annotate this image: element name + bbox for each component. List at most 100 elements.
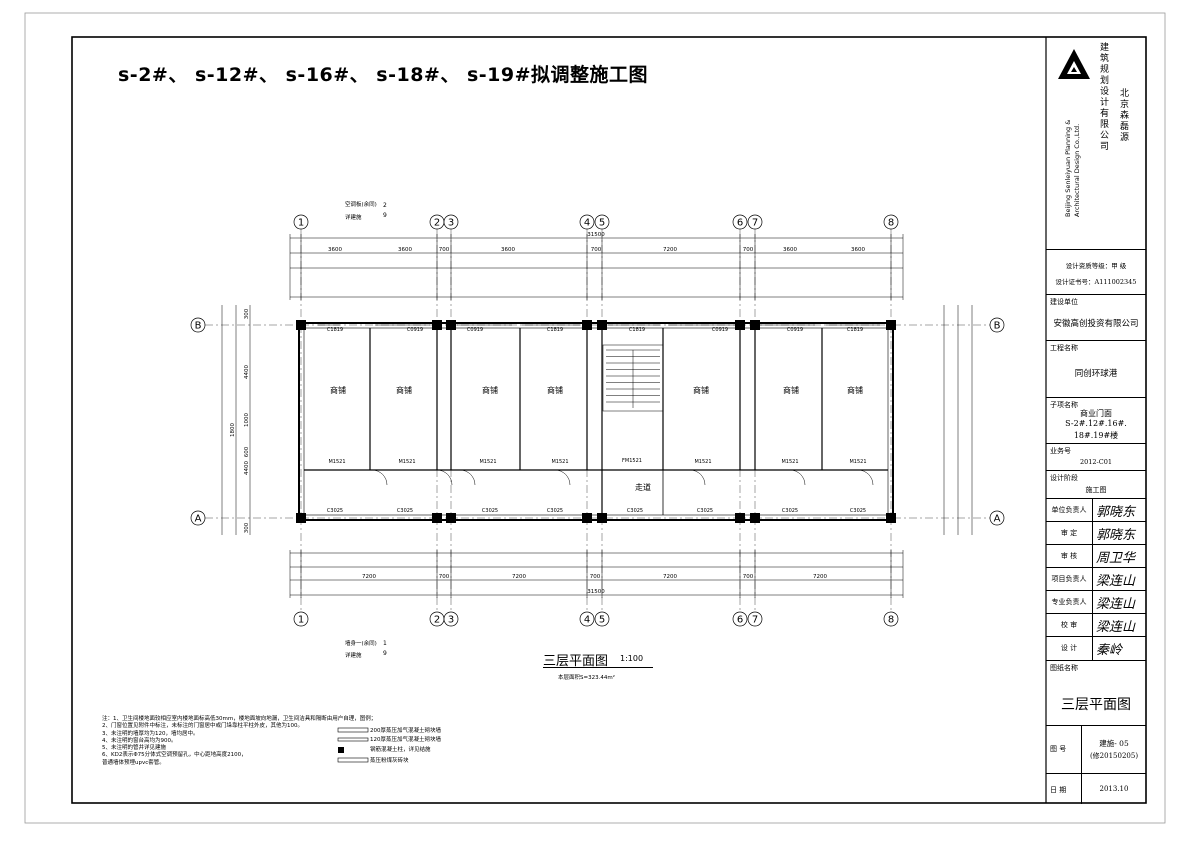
column — [750, 513, 760, 523]
callout-bottom-num: 1 — [383, 640, 387, 647]
drawing-scale: 1:100 — [620, 654, 644, 663]
design-stage: 施工图 — [1085, 486, 1107, 494]
outer-wall-inner — [303, 327, 889, 516]
signature-row: 审 核周卫华 — [1046, 544, 1146, 568]
grid-bubble — [747, 611, 763, 627]
grid-label: 5 — [599, 218, 605, 229]
grid-bubble — [883, 611, 899, 627]
dimension-text: 700 — [439, 247, 450, 253]
outer-wall — [298, 322, 894, 521]
signature-role: 设 计 — [1060, 644, 1078, 652]
dimension-text: 7200 — [813, 574, 827, 580]
column — [735, 320, 745, 330]
column — [446, 320, 456, 330]
callout-top-num: 2 — [383, 202, 387, 209]
sheet-title: s-2#、 s-12#、 s-16#、 s-18#、 s-19#拟调整施工图 — [118, 64, 649, 86]
window-label: C1819 — [629, 327, 645, 333]
drawing-number-label: 图 号 — [1050, 745, 1067, 753]
drawing-number: 建施- 05 — [1099, 739, 1129, 748]
door-label: M1521 — [781, 459, 798, 465]
callout-top-sheet: 9 — [383, 212, 387, 219]
column — [735, 513, 745, 523]
signature-divider — [1092, 614, 1093, 637]
dimension-text: 3600 — [398, 247, 412, 253]
grid-label: 3 — [448, 615, 454, 626]
design-stage-row: 设计阶段 施工图 — [1046, 470, 1146, 498]
room-label: 商铺 — [783, 385, 799, 395]
grid-label: B — [195, 321, 202, 332]
company-name-cn-2: 北京森磊源 — [1120, 89, 1130, 143]
date-label-cell: 日 期 — [1046, 774, 1082, 804]
signature-role: 校 审 — [1060, 621, 1078, 629]
grid-label: 2 — [434, 615, 440, 626]
job-number-row: 业务号 2012-C01 — [1046, 443, 1146, 470]
grid-label: 1 — [298, 218, 304, 229]
stair-outline — [602, 344, 664, 412]
signature-role: 审 定 — [1060, 529, 1078, 537]
grid-label: B — [994, 321, 1001, 332]
dimension-text: 700 — [591, 247, 602, 253]
qualification-row: 设计资质等级：甲 级 设计证书号：A111002345 — [1046, 249, 1146, 294]
note-line: 2、门窗位置见附件中标注，未标注的门窗居中或门垛靠柱平柱外皮，其他为100。 — [102, 723, 303, 730]
dimension-total: 31500 — [587, 232, 605, 238]
callout-top-text2: 详建施 — [345, 215, 362, 221]
signature-name: 梁连山 — [1096, 597, 1136, 612]
door-label: M1521 — [479, 459, 496, 465]
subproject-line: 商业门面 — [1080, 409, 1112, 418]
client-name: 安徽高创投资有限公司 — [1053, 319, 1139, 329]
dimension-text: 700 — [590, 574, 601, 580]
signature-row: 单位负责人郭晓东 — [1046, 498, 1146, 522]
legend-item: 200厚蒸压加气混凝土砌块墙 — [370, 728, 441, 734]
door-label: M1521 — [551, 459, 568, 465]
company-name-en-2: Architectural Design Co.,Ltd. — [1073, 123, 1081, 217]
job-number-label: 业务号 — [1050, 447, 1071, 455]
grid-label: 6 — [737, 615, 743, 626]
window-label: C3025 — [782, 508, 798, 514]
corridor-label: 走道 — [635, 482, 651, 492]
dimension-text: 7200 — [663, 574, 677, 580]
grid-label: 8 — [888, 218, 894, 229]
job-number: 2012-C01 — [1080, 458, 1112, 466]
callout-bottom-text2: 详建施 — [345, 653, 362, 659]
door-label: M1521 — [398, 459, 415, 465]
signature-row: 设 计秦岭 — [1046, 636, 1146, 660]
subproject-line: 18#.19#楼 — [1073, 431, 1119, 440]
drawing-number-row: 图 号 建施- 05 (修20150205) — [1046, 725, 1146, 774]
note-line: 普通墙体预埋upvc套管。 — [102, 759, 165, 766]
dimension-text: 3600 — [851, 247, 865, 253]
signature-divider — [1092, 637, 1093, 660]
signature-role: 审 核 — [1060, 552, 1078, 560]
room-label: 商铺 — [482, 385, 498, 395]
room-label: 商铺 — [396, 385, 412, 395]
dimension-total: 31500 — [587, 589, 605, 595]
door-swing — [459, 469, 476, 486]
dimension-text: 1000 — [244, 413, 250, 427]
signature-row: 项目负责人梁连山 — [1046, 567, 1146, 591]
window-label: C1819 — [327, 327, 343, 333]
dimension-text: 3600 — [328, 247, 342, 253]
design-stage-label: 设计阶段 — [1050, 474, 1078, 482]
signature-divider — [1092, 591, 1093, 614]
grid-label: 7 — [752, 218, 758, 229]
dimension-text: 4400 — [244, 365, 250, 379]
door-swing — [857, 469, 874, 486]
project-name: 同创环球港 — [1074, 369, 1118, 379]
room-label: 商铺 — [693, 385, 709, 395]
note-line: 4、未注明的窗台高均为900。 — [102, 737, 177, 744]
room-label: 商铺 — [847, 385, 863, 395]
staircase — [602, 344, 664, 412]
door-swing — [554, 469, 571, 486]
floor-area: 本层面积S=323.44m² — [558, 675, 615, 681]
window-label: C3025 — [850, 508, 866, 514]
note-line: 3、未注明的墙厚均为120，墙均居中。 — [102, 730, 199, 737]
note-line: 5、未注明的管井详见建施 — [102, 745, 167, 752]
column — [886, 513, 896, 523]
dimension-text: 7200 — [663, 247, 677, 253]
dimension-text: 1800 — [230, 423, 236, 437]
column — [432, 513, 442, 523]
dimension-text: 7200 — [362, 574, 376, 580]
signature-divider — [1092, 545, 1093, 568]
